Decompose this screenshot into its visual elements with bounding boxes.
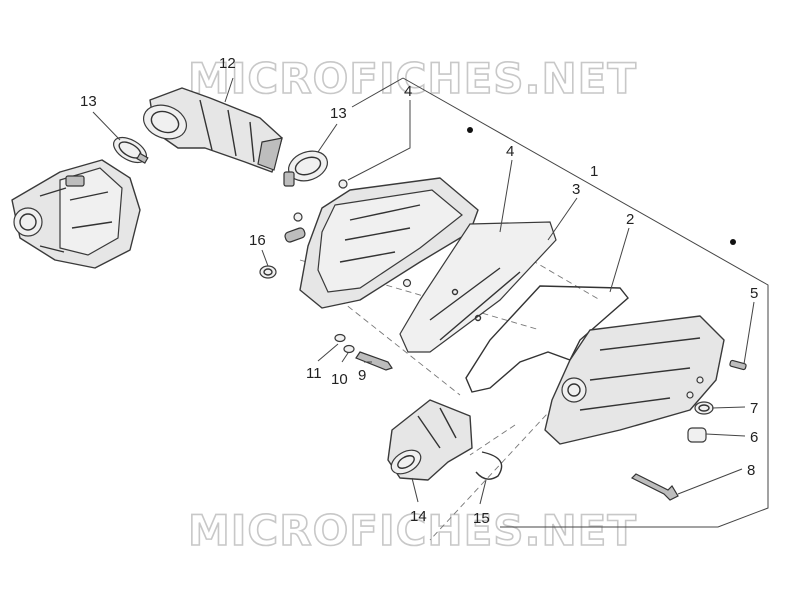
callout-6: 6 bbox=[750, 429, 758, 446]
callout-16: 16 bbox=[249, 232, 266, 249]
intake-snorkel bbox=[387, 399, 473, 481]
watermark-top: MICROFICHES.NET bbox=[188, 54, 637, 103]
callout-13a: 13 bbox=[80, 93, 97, 110]
intake-duct bbox=[143, 87, 283, 173]
throttle-body bbox=[11, 159, 141, 269]
clip-7 bbox=[694, 401, 714, 415]
watermark-bottom: MICROFICHES.NET bbox=[188, 506, 637, 555]
callout-7: 7 bbox=[750, 400, 758, 417]
leader-lines bbox=[92, 77, 755, 505]
callout-10: 10 bbox=[331, 371, 348, 388]
hose-clamp-left bbox=[113, 136, 149, 164]
callout-11: 11 bbox=[306, 365, 322, 382]
hose-clamp-right bbox=[283, 150, 328, 187]
callout-4b: 4 bbox=[506, 143, 514, 160]
callout-2: 2 bbox=[626, 211, 634, 228]
callout-12: 12 bbox=[219, 55, 236, 72]
callout-3: 3 bbox=[572, 181, 580, 198]
callout-9: 9 bbox=[358, 367, 366, 384]
bolt-8 bbox=[630, 473, 679, 501]
cap-6 bbox=[687, 427, 707, 443]
bolt-9 bbox=[355, 351, 393, 371]
circlip-15 bbox=[475, 451, 503, 480]
callout-4a: 4 bbox=[404, 83, 412, 100]
callout-13b: 13 bbox=[330, 105, 347, 122]
screw-5 bbox=[729, 359, 747, 371]
callout-5: 5 bbox=[750, 285, 758, 302]
gasket bbox=[465, 285, 629, 393]
washer-11 bbox=[334, 333, 346, 343]
assembly-bracket-1 bbox=[351, 77, 769, 528]
air-filter-element bbox=[399, 221, 557, 353]
callout-14: 14 bbox=[410, 508, 427, 525]
callout-15: 15 bbox=[473, 510, 490, 527]
washer-10 bbox=[343, 344, 355, 354]
callout-labels: 1 2 3 4 4 5 6 7 8 9 10 11 12 13 13 14 15… bbox=[80, 55, 758, 527]
air-box-cover bbox=[544, 239, 736, 445]
air-box-housing bbox=[284, 127, 479, 309]
callout-1: 1 bbox=[590, 163, 598, 180]
plug-16 bbox=[259, 265, 277, 279]
callout-8: 8 bbox=[747, 462, 755, 479]
